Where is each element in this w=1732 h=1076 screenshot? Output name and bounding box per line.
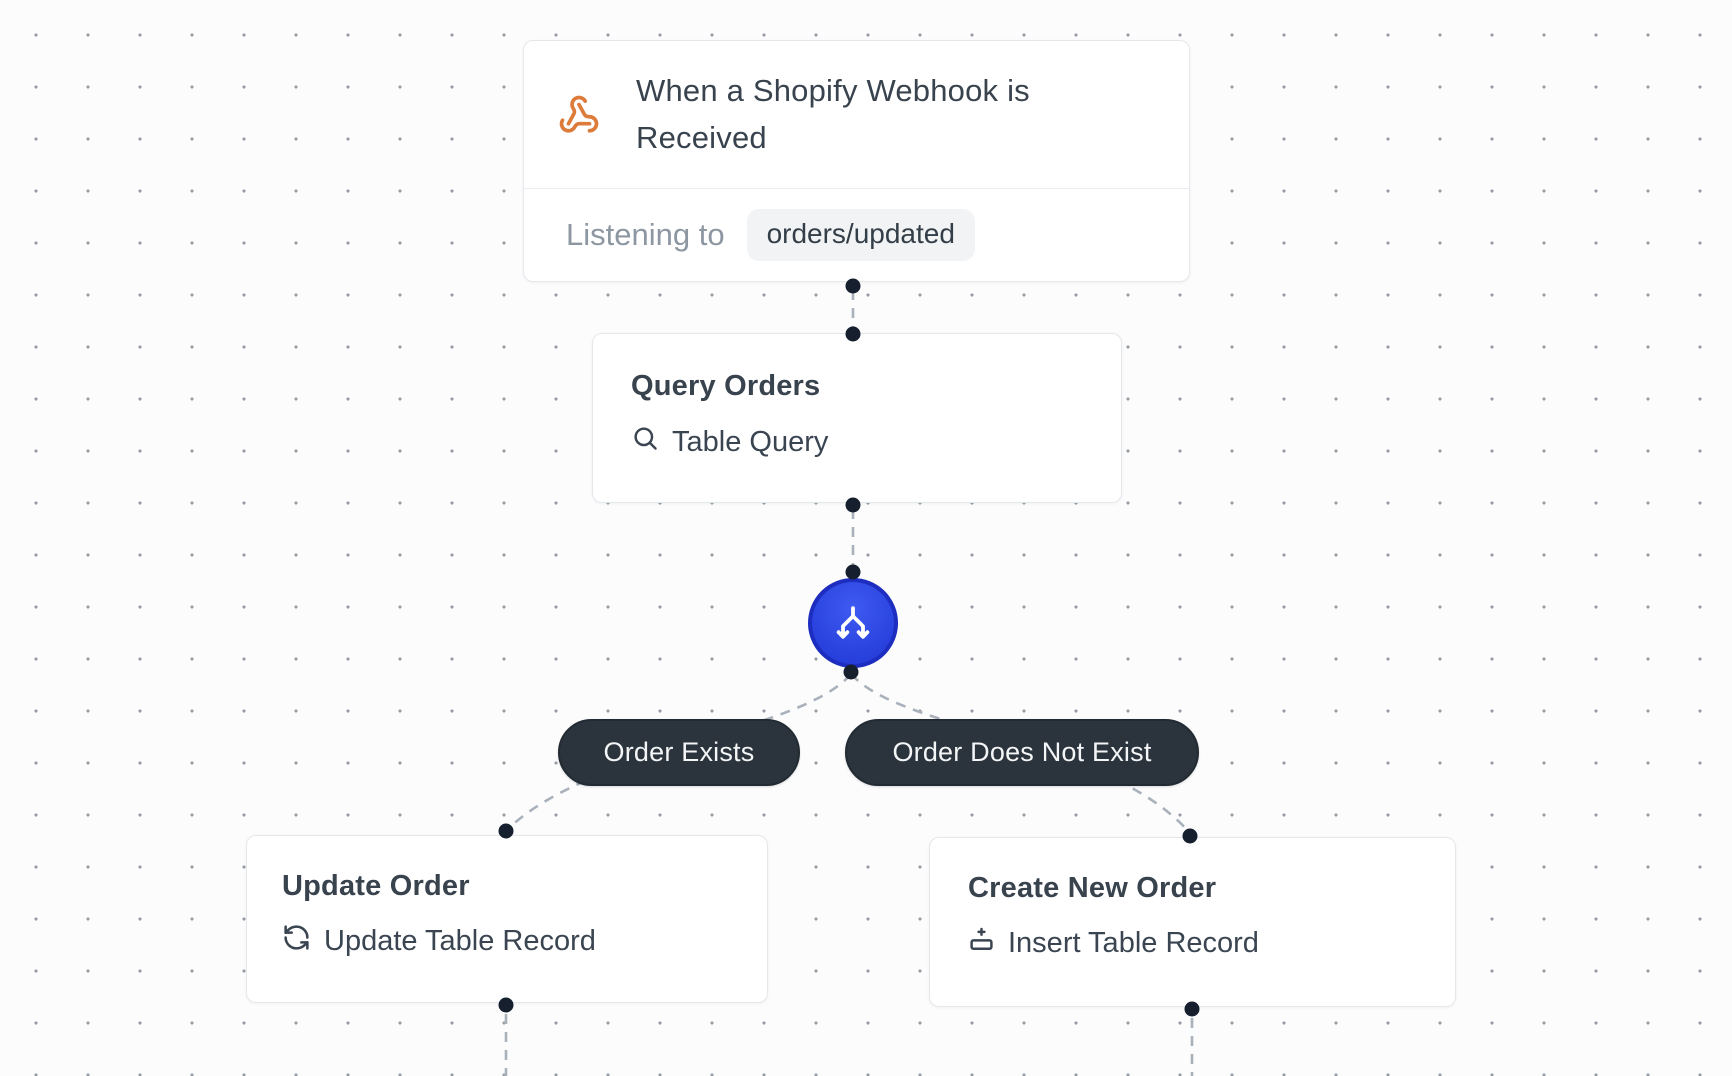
- webhook-topic-badge: orders/updated: [746, 209, 975, 262]
- webhook-node-title: When a Shopify Webhook is Received: [636, 73, 1030, 155]
- query-orders-subtitle: Table Query: [672, 425, 829, 458]
- update-order-title: Update Order: [282, 870, 470, 902]
- update-order-subtitle: Update Table Record: [324, 925, 596, 957]
- node-update-order[interactable]: Update Order Update Table Record: [246, 835, 768, 1003]
- split-arrows-icon: [829, 599, 877, 647]
- update-order-subtitle-row: Update Table Record: [282, 923, 767, 960]
- connector-branch-to-update: [507, 673, 852, 830]
- create-order-subtitle-row: Insert Table Record: [968, 926, 1455, 961]
- search-icon: [631, 424, 659, 460]
- webhook-icon: [558, 94, 600, 136]
- refresh-icon: [282, 923, 311, 960]
- webhook-node-footer: Listening to orders/updated: [524, 190, 1189, 282]
- insert-row-icon: [968, 926, 995, 961]
- webhook-node-header: When a Shopify Webhook is Received: [524, 41, 1189, 188]
- node-webhook-trigger[interactable]: When a Shopify Webhook is Received Liste…: [523, 40, 1190, 282]
- node-query-orders[interactable]: Query Orders Table Query: [592, 333, 1122, 503]
- branch-label-order-does-not-exist: Order Does Not Exist: [845, 719, 1199, 786]
- listening-to-label: Listening to: [566, 217, 725, 253]
- branch-label-right-text: Order Does Not Exist: [892, 737, 1152, 767]
- query-orders-title: Query Orders: [631, 370, 821, 402]
- webhook-node-divider: [524, 188, 1189, 189]
- query-orders-subtitle-row: Table Query: [631, 424, 1121, 460]
- create-order-title: Create New Order: [968, 872, 1217, 904]
- branch-label-order-exists: Order Exists: [558, 719, 800, 786]
- connector-branch-to-create: [850, 673, 1191, 834]
- node-branch-split[interactable]: [808, 578, 898, 668]
- create-order-subtitle: Insert Table Record: [1008, 927, 1259, 959]
- node-create-new-order[interactable]: Create New Order Insert Table Record: [929, 837, 1456, 1007]
- branch-label-left-text: Order Exists: [603, 737, 755, 767]
